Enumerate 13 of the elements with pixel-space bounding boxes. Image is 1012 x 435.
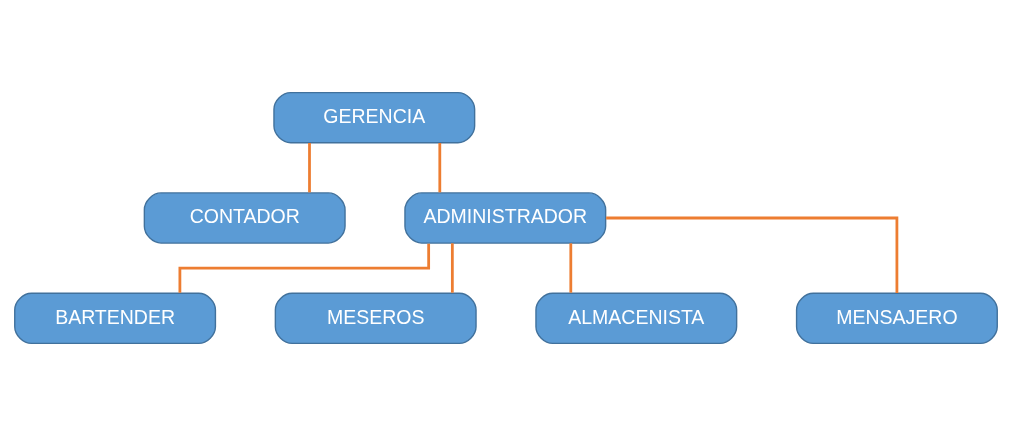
connector xyxy=(308,142,311,192)
node-box: MESEROS xyxy=(274,292,477,344)
connector xyxy=(438,142,442,192)
node-box: ALMACENISTA xyxy=(535,292,738,344)
node-box: BARTENDER xyxy=(14,292,217,344)
connector xyxy=(450,242,454,293)
connector xyxy=(606,216,899,293)
connector xyxy=(569,242,573,293)
node-box: ADMINISTRADOR xyxy=(404,191,607,244)
node-box: GERENCIA xyxy=(273,91,476,143)
node-box: CONTADOR xyxy=(143,191,346,244)
connector xyxy=(178,243,431,293)
node-box: MENSAJERO xyxy=(795,292,998,344)
